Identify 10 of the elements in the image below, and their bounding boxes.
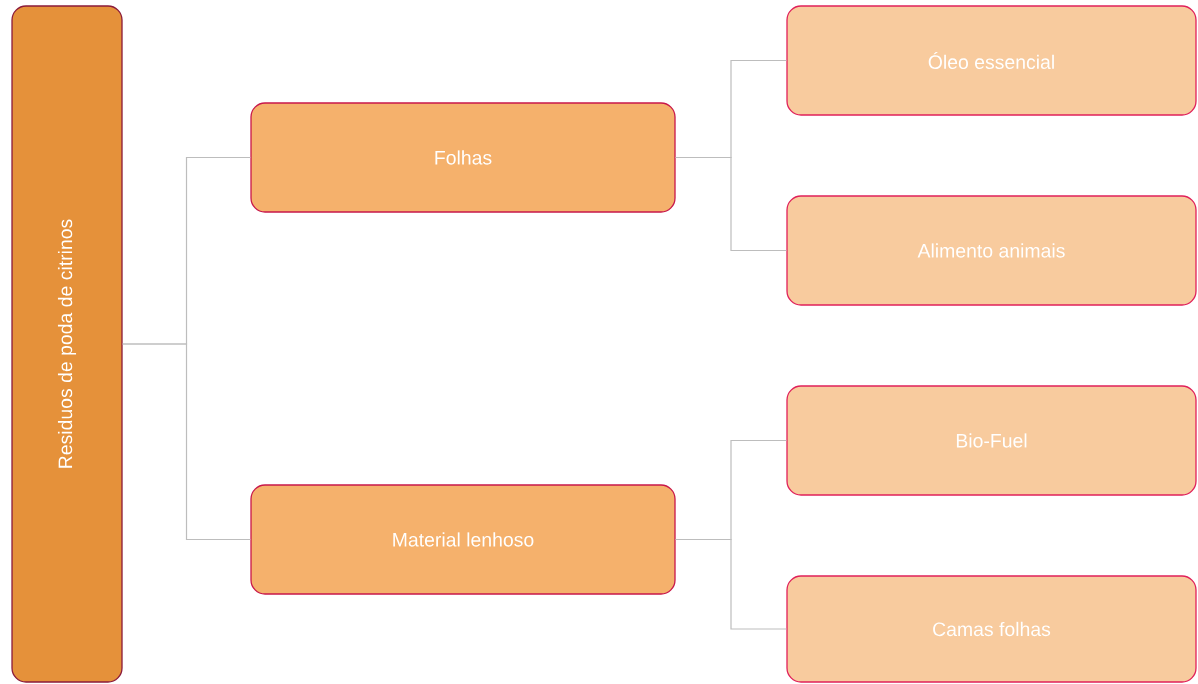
connector-line bbox=[122, 343, 251, 541]
process-box: Alimento animais bbox=[786, 195, 1197, 306]
process-box: Camas folhas bbox=[786, 575, 1197, 683]
process-box: Folhas bbox=[250, 102, 676, 213]
connector-line bbox=[675, 156, 787, 252]
connector-line bbox=[675, 538, 787, 630]
process-box: Bio-Fuel bbox=[786, 385, 1197, 496]
process-box: Material lenhoso bbox=[250, 484, 676, 595]
category-box: Residuos de poda de citrinos bbox=[11, 5, 123, 683]
process-box: Óleo essencial bbox=[786, 5, 1197, 116]
